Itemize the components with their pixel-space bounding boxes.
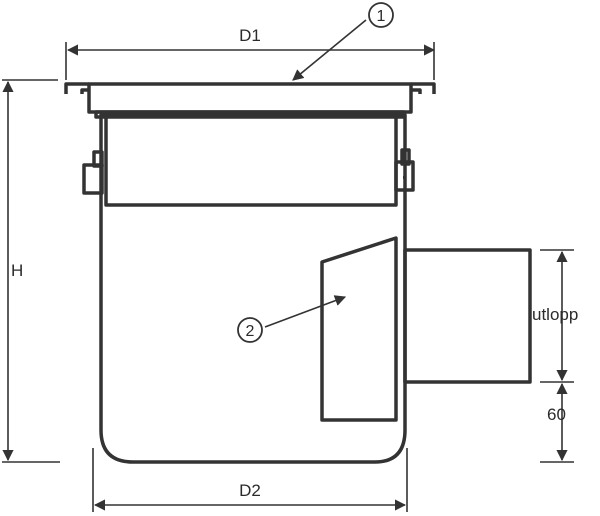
- water-trap: [320, 236, 398, 422]
- left-flange-clip: [64, 82, 89, 94]
- top-grate: [87, 82, 413, 114]
- callout-2-number: 2: [246, 323, 255, 340]
- d2-label: D2: [239, 481, 261, 500]
- inner-sleeve: [104, 113, 398, 207]
- callout-2-leader: [264, 295, 347, 328]
- drain-body: [99, 113, 407, 464]
- callout-2-circle: [237, 317, 263, 343]
- callout-1-leader: [292, 19, 367, 81]
- offset-label: 60: [547, 405, 566, 424]
- right-flange-lip: [411, 88, 422, 94]
- d1-label: D1: [239, 26, 261, 45]
- outlet-label: utlopp: [532, 305, 578, 324]
- right-tab-cap: [400, 148, 411, 166]
- outlet-pipe: [403, 248, 532, 384]
- right-flange-clip: [411, 82, 436, 94]
- callout-1-circle: [368, 2, 394, 28]
- right-tab: [394, 160, 415, 192]
- left-flange-lip: [80, 88, 89, 94]
- callout-1-number: 1: [377, 8, 386, 25]
- grate-rim: [94, 110, 406, 119]
- right-tab-dot: [403, 176, 406, 179]
- h-label: H: [11, 261, 23, 280]
- left-tab-cap: [92, 150, 104, 168]
